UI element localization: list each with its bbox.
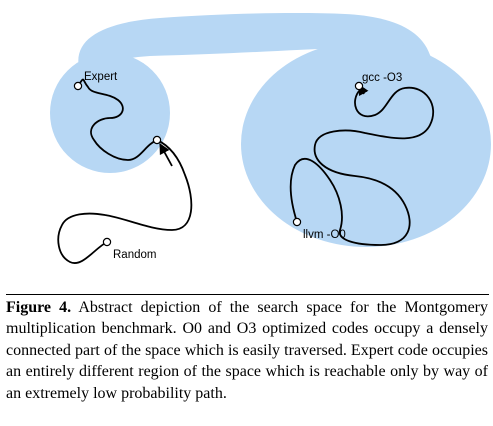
expert-node — [73, 81, 83, 91]
caption-rule — [6, 294, 489, 295]
random-node — [102, 237, 112, 247]
caption-text: Abstract depiction of the search space f… — [6, 299, 488, 402]
search-space-region — [50, 13, 491, 247]
gcc-label: gcc -O3 — [362, 72, 402, 84]
random-label: Random — [113, 249, 156, 261]
junction-node — [152, 135, 162, 145]
figure-label: Figure 4. — [6, 299, 72, 316]
optimized-path — [289, 86, 435, 246]
llvm-node — [292, 217, 302, 227]
expert-label: Expert — [84, 71, 118, 83]
bridge-region — [78, 13, 438, 80]
llvm-label: llvm -O0 — [303, 229, 346, 241]
optimized-region — [241, 41, 491, 247]
gcc-node — [354, 81, 364, 91]
search-space-diagram: Expert Random gcc -O3 llvm -O0 — [50, 13, 491, 264]
figure-caption: Figure 4. Abstract depiction of the sear… — [6, 297, 488, 404]
expert-path-arrow — [159, 143, 173, 167]
